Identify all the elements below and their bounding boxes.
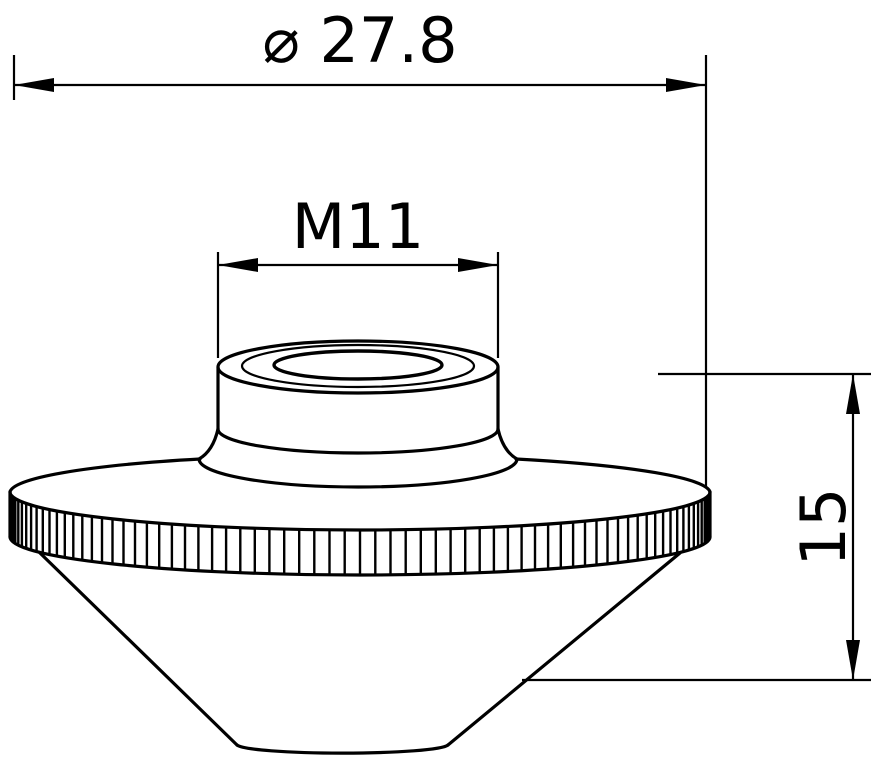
height-arrow-bottom-icon [846,640,860,680]
cone-bottom-edge [235,743,450,755]
flange-top-edge-left [8,457,202,494]
diameter-label: ⌀ 27.8 [262,4,457,77]
boss-bottom-edge [216,427,500,455]
height-arrow-top-icon [846,374,860,414]
nozzle-body [8,339,712,755]
cone-right-edge [446,551,682,747]
knurl-ticks [9,493,711,575]
thread-label: M11 [292,190,424,263]
cone-section [38,551,682,755]
diameter-arrow-right-icon [666,78,706,92]
cone-left-edge [38,551,239,747]
flange-knurled-ring [8,457,712,577]
flange-top-edge-right [514,457,712,494]
diameter-arrow-left-icon [14,78,54,92]
boss-bore-hole [272,349,444,381]
dimension-thread: M11 [216,190,500,358]
dimension-diameter: ⌀ 27.8 [12,4,708,488]
dimension-height: 15 [522,372,871,682]
boss-collar-left [197,427,220,461]
boss-top-inner-rim [240,343,476,389]
boss-collar-bottom-edge [197,457,519,489]
boss-top-outer-rim [216,339,500,395]
thread-arrow-left-icon [218,258,258,272]
thread-arrow-right-icon [458,258,498,272]
thread-boss [197,339,519,489]
flange-front-edge [8,490,712,532]
boss-collar-right [496,427,519,461]
height-label: 15 [787,488,860,567]
